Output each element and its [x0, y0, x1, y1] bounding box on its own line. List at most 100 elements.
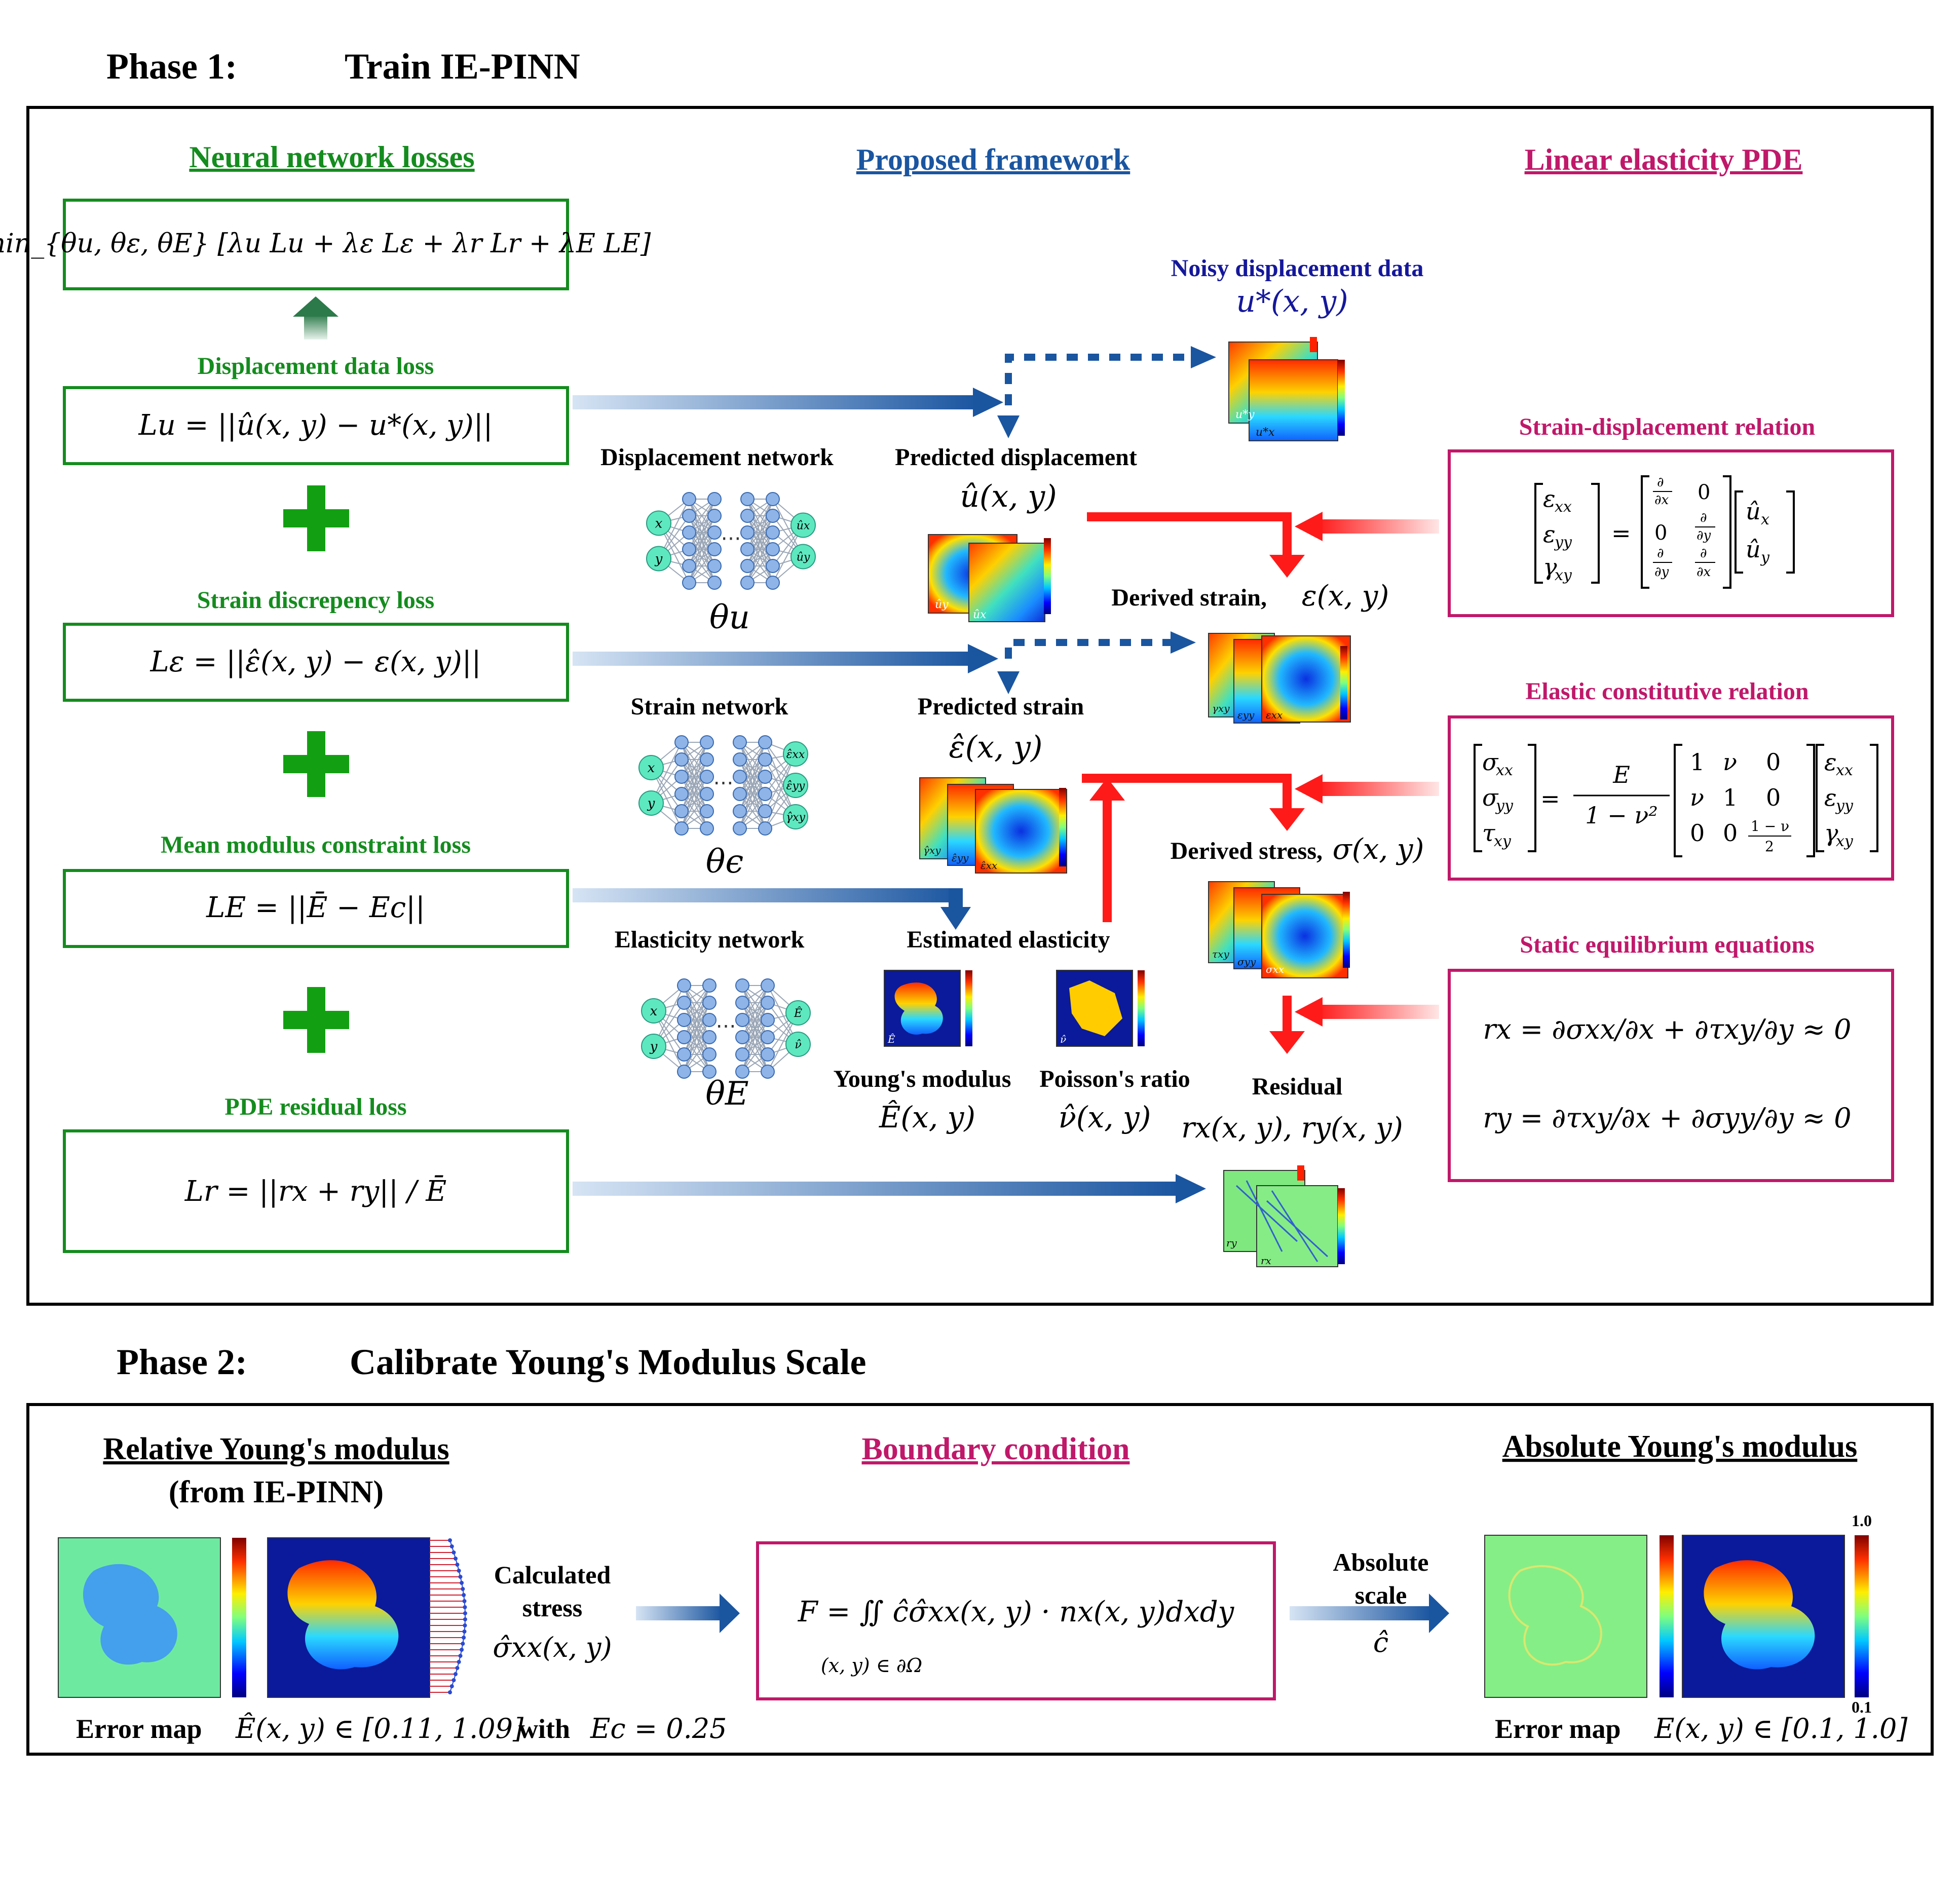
- svg-text:y: y: [1760, 549, 1770, 566]
- phase2-frame: [26, 1403, 1934, 1756]
- neural-network-icon: ⋯xyε̂xxε̂yyγ̂xy: [638, 735, 808, 836]
- network-param-strain: θϵ: [706, 843, 743, 881]
- red-arrow-from-equilibrium: [1295, 997, 1439, 1027]
- plus-icon: [283, 731, 349, 797]
- map-label: ry: [1226, 1237, 1237, 1249]
- svg-text:∂x: ∂x: [1654, 492, 1669, 508]
- svg-text:∂y: ∂y: [1697, 528, 1711, 543]
- red-arrow-from-strain-disp: [1295, 512, 1439, 541]
- red-arrow-disp-to-strain: [1087, 512, 1292, 557]
- pde-title-strain-disp: Strain-displacement relation: [1519, 413, 1815, 440]
- arrow-bc-to-absolute: [1290, 1594, 1449, 1633]
- svg-text:yy: yy: [1495, 797, 1514, 815]
- svg-text:x: x: [1761, 511, 1769, 528]
- svg-text:1 − ν²: 1 − ν²: [1585, 802, 1657, 829]
- residual-title: Residual: [1252, 1073, 1343, 1100]
- node-label: x: [655, 516, 663, 532]
- map-label: γ̂xy: [923, 844, 941, 856]
- arrow-residual-loss: [573, 1174, 1206, 1203]
- youngs-title: Young's modulus: [834, 1066, 1011, 1092]
- derived-stress-title: Derived stress,: [1171, 838, 1323, 864]
- absolute-error-map: [1484, 1535, 1674, 1698]
- map-label: ε̂xx: [981, 859, 997, 871]
- svg-text:1 − ν: 1 − ν: [1751, 818, 1789, 835]
- map-label: τxy: [1212, 948, 1229, 960]
- colorbar-max: 1.0: [1852, 1511, 1872, 1530]
- loss-formula-strain: Lε = ||ε̂(x, y) − ε(x, y)||: [150, 646, 481, 678]
- svg-text:xy: xy: [1555, 566, 1572, 584]
- svg-text:xx: xx: [1555, 498, 1572, 516]
- up-arrow-icon: [293, 296, 338, 339]
- error-map-label-left: Error map: [76, 1714, 202, 1744]
- arrow-strain-loss: [573, 644, 998, 673]
- pde-box-equilibrium: [1448, 969, 1894, 1182]
- svg-text:1: 1: [1723, 784, 1738, 811]
- poisson-map: ν̂: [1056, 970, 1145, 1047]
- svg-text:ε: ε: [1543, 520, 1556, 548]
- column-title-pde: Linear elasticity PDE: [1525, 143, 1803, 176]
- pde-box-strain-disp: [1448, 449, 1894, 617]
- with-text: with: [518, 1714, 570, 1744]
- svg-text:=: =: [1540, 785, 1560, 812]
- svg-text:γ: γ: [1543, 553, 1557, 581]
- residual-maps: ry rx: [1223, 1165, 1345, 1267]
- red-arrow-head: [1269, 808, 1305, 831]
- phase1-title: Train IE-PINN: [345, 46, 580, 87]
- relative-modulus-subtitle: (from IE-PINN): [169, 1475, 384, 1509]
- relative-modulus-title: Relative Young's modulus: [103, 1432, 449, 1466]
- svg-text:xx: xx: [1836, 762, 1853, 779]
- map-label: rx: [1261, 1255, 1271, 1267]
- node-label: ûx: [797, 520, 810, 533]
- residual-formula: rx(x, y), ry(x, y): [1181, 1112, 1403, 1145]
- map-label: ε̂yy: [952, 852, 969, 864]
- dotted-arrow-head: [1191, 346, 1216, 368]
- youngs-formula: Ê(x, y): [879, 1100, 975, 1134]
- pde-title-equilibrium: Static equilibrium equations: [1520, 931, 1814, 958]
- red-arrow-strain-to-stress: [1082, 774, 1292, 811]
- node-label: Ê: [794, 1006, 802, 1020]
- node-label: ν̂: [795, 1039, 801, 1051]
- svg-text:xx: xx: [1496, 762, 1513, 779]
- node-label: y: [650, 1039, 658, 1054]
- svg-text:⋯: ⋯: [713, 771, 734, 794]
- map-label: ν̂: [1060, 1033, 1066, 1045]
- noisy-data-maps: u*y u*x: [1228, 337, 1345, 441]
- calc-stress-formula: σ̂xx(x, y): [493, 1632, 612, 1663]
- map-label: u*y: [1235, 408, 1255, 421]
- red-arrow-head: [1089, 778, 1125, 801]
- relative-error-map: [58, 1537, 246, 1698]
- loss-title-residual: PDE residual loss: [224, 1093, 406, 1120]
- derived-strain-formula: ε(x, y): [1302, 580, 1389, 613]
- svg-text:0: 0: [1766, 784, 1781, 811]
- absolute-modulus-title: Absolute Young's modulus: [1502, 1429, 1858, 1464]
- column-title-framework: Proposed framework: [856, 143, 1130, 176]
- phase1-label: Phase 1:: [106, 46, 237, 87]
- svg-text:∂x: ∂x: [1697, 564, 1711, 580]
- node-label: ε̂yy: [786, 780, 805, 792]
- relative-modulus-map: [267, 1537, 467, 1698]
- dotted-arrow-strain: [1005, 639, 1176, 659]
- arrow-stress-to-bc: [636, 1594, 740, 1633]
- noisy-data-title: Noisy displacement data: [1171, 255, 1424, 282]
- calc-stress-line1: Calculated: [494, 1561, 611, 1589]
- boundary-condition-title: Boundary condition: [862, 1432, 1130, 1466]
- svg-text:0: 0: [1723, 819, 1738, 847]
- map-label: εxx: [1266, 709, 1283, 721]
- svg-text:ν: ν: [1690, 784, 1704, 811]
- loss-formula-displacement: Lu = ||û(x, y) − u*(x, y)||: [138, 409, 493, 442]
- svg-text:yy: yy: [1554, 534, 1572, 551]
- loss-title-strain: Strain discrepency loss: [197, 587, 434, 614]
- plus-icon: [283, 485, 349, 551]
- bc-domain: (x, y) ∈ ∂Ω: [821, 1654, 922, 1677]
- node-label: ε̂xx: [786, 748, 805, 761]
- noisy-data-formula: u*(x, y): [1236, 284, 1348, 319]
- plus-icon: [283, 987, 349, 1053]
- network-title-displacement: Displacement network: [600, 444, 834, 471]
- derived-stress-maps: τxy σyy σxx: [1208, 881, 1350, 978]
- total-loss-box: [63, 199, 569, 290]
- arrow-displacement-loss: [573, 388, 1003, 417]
- phase2-title: Calibrate Young's Modulus Scale: [350, 1342, 866, 1382]
- pred-strain-maps: γ̂xy ε̂yy ε̂xx: [919, 777, 1067, 874]
- svg-text:0: 0: [1654, 521, 1667, 545]
- ec-text: Ec = 0.25: [590, 1713, 727, 1745]
